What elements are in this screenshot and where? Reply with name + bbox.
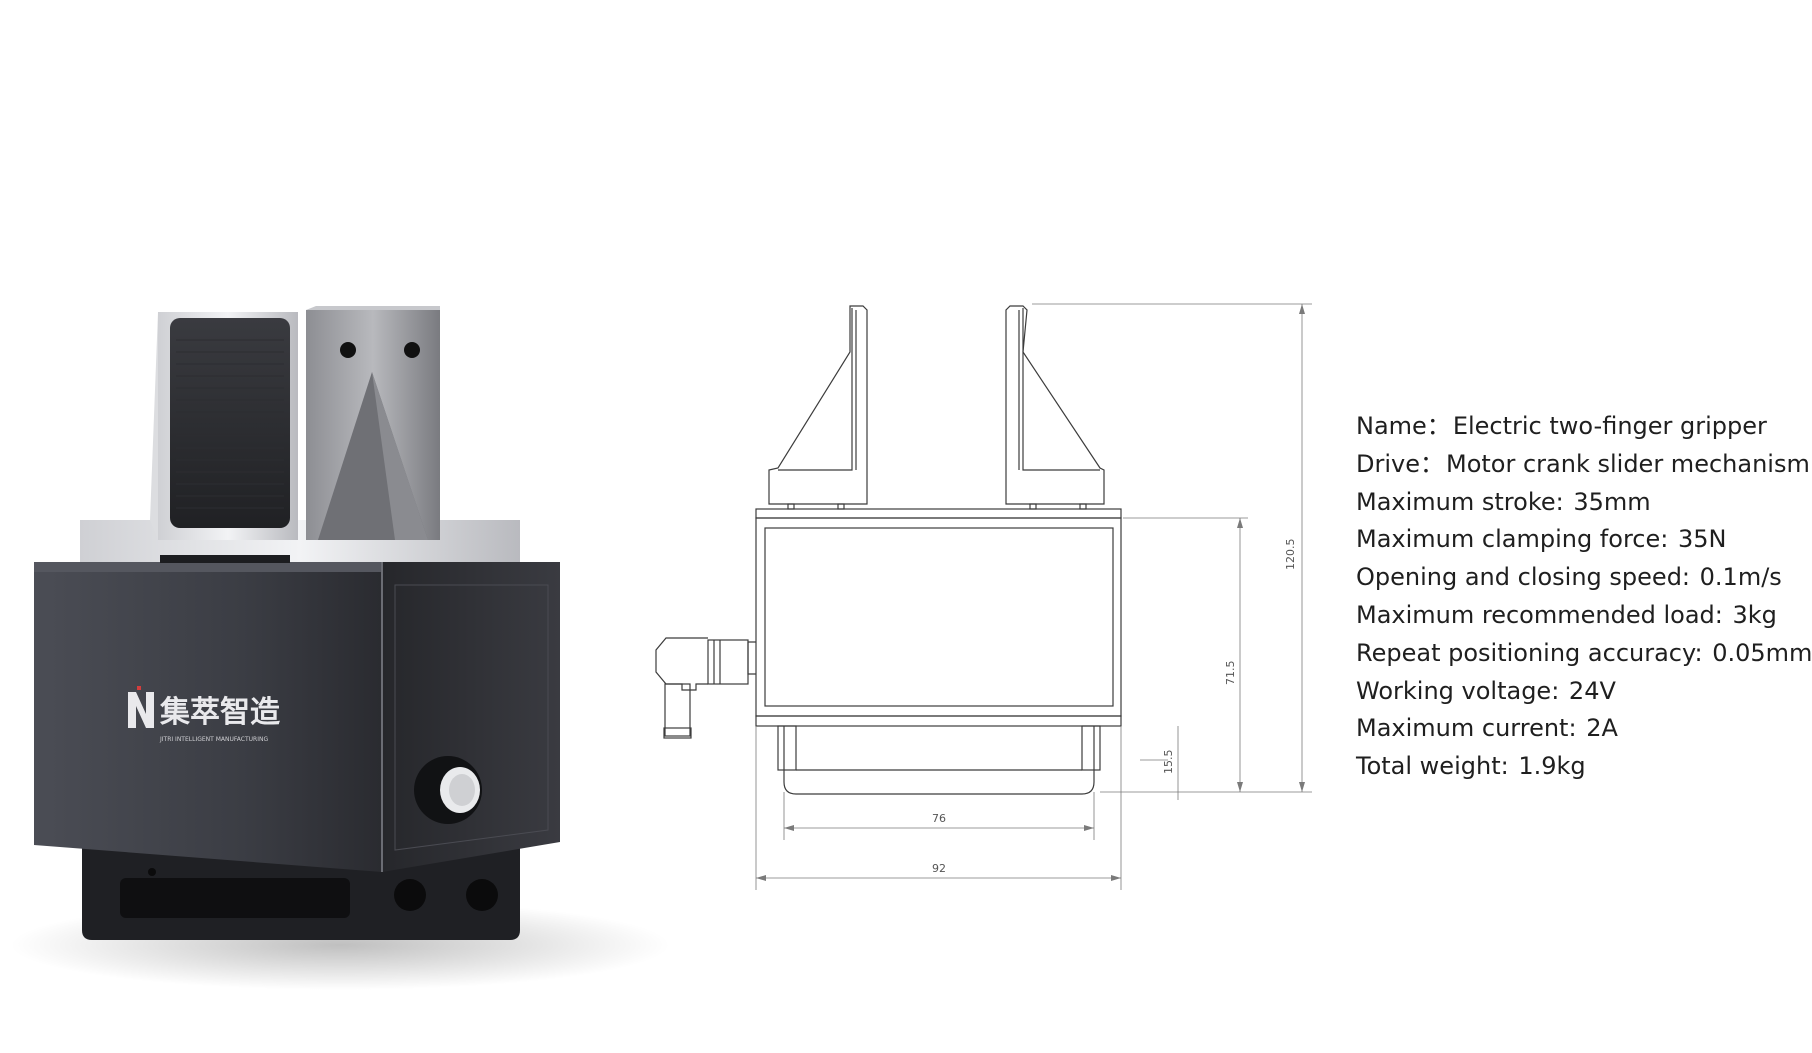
spec-item: Working voltage: 24V bbox=[1356, 673, 1812, 711]
spec-label: Maximum stroke: bbox=[1356, 487, 1564, 516]
dim-body-height: 71.5 bbox=[1224, 661, 1237, 686]
spec-item: Maximum recommended load: 3kg bbox=[1356, 597, 1812, 635]
dim-total-height: 120.5 bbox=[1284, 539, 1297, 571]
technical-drawing: 120.5 71.5 15.5 76 92 bbox=[655, 303, 1312, 890]
spec-value: 35mm bbox=[1573, 487, 1651, 516]
spec-item: Name：Electric two-finger gripper bbox=[1356, 408, 1812, 446]
spec-value: 24V bbox=[1568, 676, 1616, 705]
spec-label: Name： bbox=[1356, 412, 1451, 440]
spec-item: Opening and closing speed: 0.1m/s bbox=[1356, 559, 1812, 597]
spec-label: Total weight: bbox=[1356, 752, 1509, 781]
spec-value: 0.05mm bbox=[1712, 638, 1812, 667]
spec-item: Repeat positioning accuracy: 0.05mm bbox=[1356, 635, 1812, 673]
product-photo: 集萃智造 JITRI INTELLIGENT MANUFACTURING bbox=[10, 306, 670, 990]
gripper-body bbox=[34, 562, 560, 872]
spec-label: Repeat positioning accuracy: bbox=[1356, 638, 1703, 667]
spec-item: Drive：Motor crank slider mechanism bbox=[1356, 446, 1812, 484]
brand-logo: 集萃智造 JITRI INTELLIGENT MANUFACTURING bbox=[128, 686, 280, 743]
spec-label: Maximum recommended load: bbox=[1356, 600, 1723, 629]
logo-text: 集萃智造 bbox=[159, 695, 280, 730]
connector-knob bbox=[414, 756, 482, 824]
right-finger bbox=[306, 306, 440, 540]
spec-value: Electric two-finger gripper bbox=[1452, 412, 1767, 440]
spec-value: 0.1m/s bbox=[1699, 563, 1782, 592]
dim-inner-width: 76 bbox=[932, 812, 946, 825]
spec-value: 3kg bbox=[1732, 600, 1777, 629]
left-finger bbox=[150, 312, 298, 540]
dim-base-height: 15.5 bbox=[1162, 750, 1175, 775]
spec-list: Name：Electric two-finger gripper Drive：M… bbox=[1356, 408, 1812, 786]
spec-item: Total weight: 1.9kg bbox=[1356, 748, 1812, 786]
spec-item: Maximum clamping force: 35N bbox=[1356, 521, 1812, 559]
spec-label: Maximum current: bbox=[1356, 714, 1577, 743]
spec-item: Maximum stroke: 35mm bbox=[1356, 484, 1812, 522]
spec-label: Working voltage: bbox=[1356, 676, 1560, 705]
spec-label: Drive： bbox=[1356, 449, 1444, 478]
top-plate bbox=[80, 520, 520, 563]
dim-outer-width: 92 bbox=[932, 862, 946, 875]
spec-value: 35N bbox=[1677, 525, 1727, 554]
spec-label: Opening and closing speed: bbox=[1356, 563, 1691, 592]
spec-value: 1.9kg bbox=[1518, 752, 1586, 781]
base-bracket bbox=[82, 845, 520, 940]
logo-subtext: JITRI INTELLIGENT MANUFACTURING bbox=[159, 736, 268, 743]
spec-item: Maximum current: 2A bbox=[1356, 710, 1812, 748]
spec-label: Maximum clamping force: bbox=[1356, 525, 1669, 554]
spec-value: 2A bbox=[1586, 714, 1618, 743]
spec-value: Motor crank slider mechanism bbox=[1445, 449, 1810, 478]
gripper-pad bbox=[170, 318, 290, 528]
